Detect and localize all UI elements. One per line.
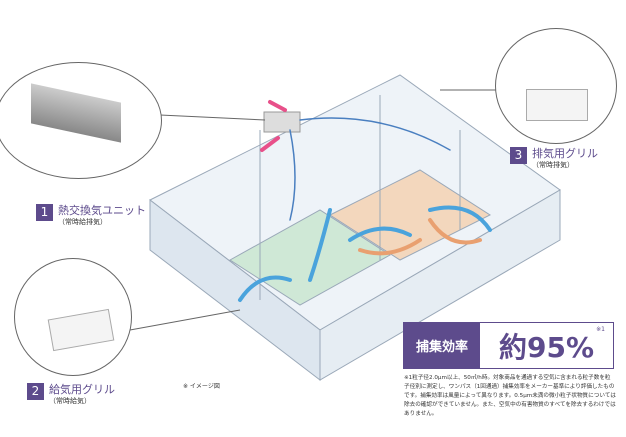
exhaust-grille-photo-circle	[495, 28, 617, 144]
unit-photo-circle	[0, 62, 162, 179]
footnote-mark: ※1	[596, 326, 605, 333]
label-heat-exchanger-unit: 1 熱交換気ユニット（常時給排気）	[36, 204, 146, 227]
number-badge: 3	[510, 147, 527, 164]
efficiency-value: 約95%	[498, 330, 595, 364]
item-subtitle: （常時給気）	[49, 397, 91, 405]
item-title: 給気用グリル	[49, 383, 115, 396]
item-subtitle: （常時給排気）	[58, 218, 107, 226]
footnote-text: ※1粒子径2.0μm以上、50㎥/h時。対象商品を通過する空気に含まれる粒子数を…	[404, 375, 616, 417]
item-subtitle: （常時排気）	[532, 161, 574, 169]
efficiency-box: 捕集効率約95%※1	[403, 322, 614, 369]
supply-grille-photo-circle	[14, 258, 132, 376]
item-title: 熱交換気ユニット	[58, 204, 146, 217]
image-caption: ※ イメージ図	[183, 383, 220, 390]
efficiency-label: 捕集効率	[404, 323, 480, 368]
label-supply-grille: 2 給気用グリル（常時給気）	[27, 383, 115, 406]
label-exhaust-grille: 3 排気用グリル（常時排気）	[510, 147, 598, 170]
heat-exchanger-unit-image	[31, 83, 121, 143]
exhaust-grille-image	[526, 89, 588, 121]
number-badge: 1	[36, 204, 53, 221]
number-badge: 2	[27, 383, 44, 400]
supply-grille-image	[47, 308, 115, 352]
item-title: 排気用グリル	[532, 147, 598, 160]
